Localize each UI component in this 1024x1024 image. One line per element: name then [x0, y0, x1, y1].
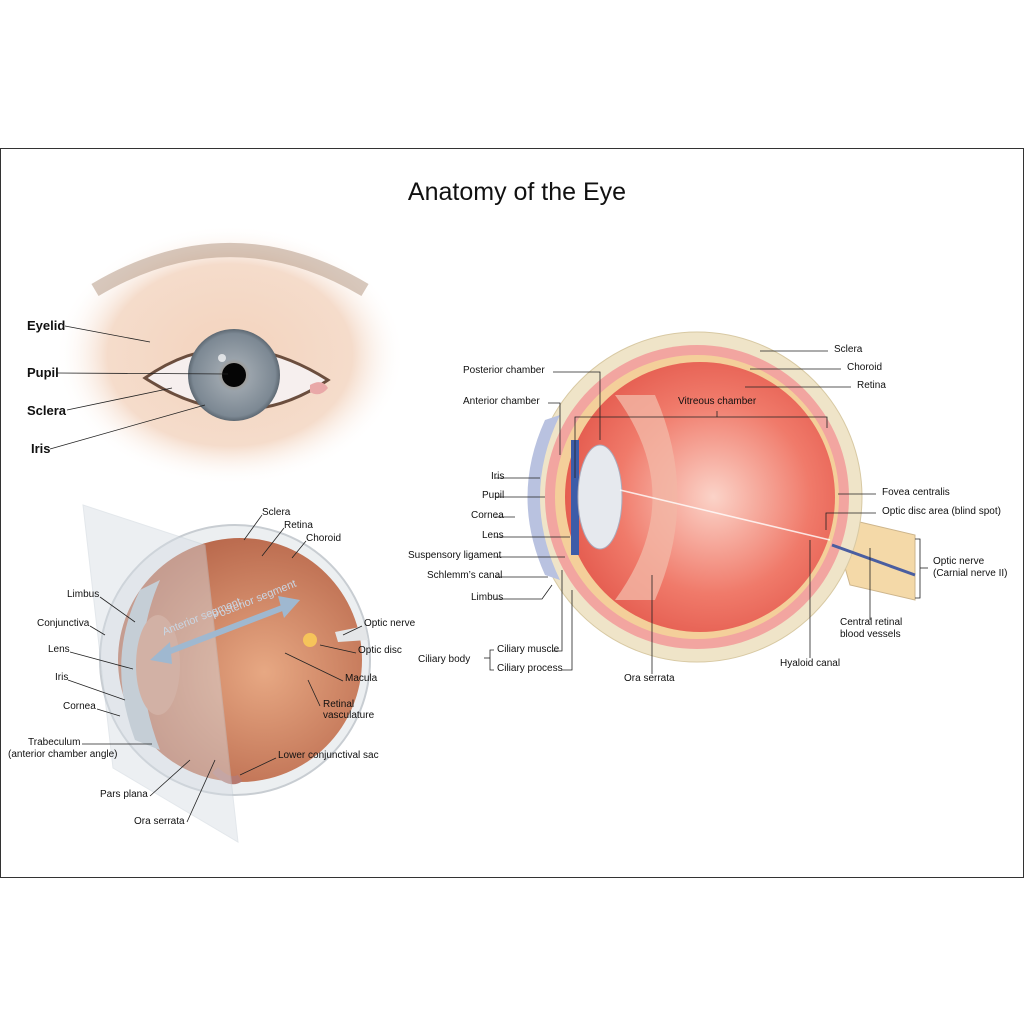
label-sclera: Sclera — [262, 507, 291, 518]
label-iris: Iris — [491, 471, 505, 482]
label-fovea-centralis: Fovea centralis — [882, 487, 950, 498]
label-optic-nerve: Optic nerve — [364, 618, 416, 629]
page-title: Anatomy of the Eye — [407, 178, 627, 206]
label-lens: Lens — [48, 644, 70, 655]
label-pars-plana: Pars plana — [100, 789, 148, 800]
cutaway-eye-illustration — [82, 504, 371, 843]
label-anterior-chamber-angle: (anterior chamber angle) — [8, 749, 118, 760]
label-choroid: Choroid — [847, 362, 883, 373]
label-lower-conjunctival-sac: Lower conjunctival sac — [278, 750, 379, 761]
label-retinal: Retinal — [323, 699, 355, 710]
label-optic-nerve: Optic nerve — [933, 556, 985, 567]
label-vitreous-chamber: Vitreous chamber — [678, 396, 757, 407]
label-ciliary-body: Ciliary body — [418, 654, 471, 665]
label-optic-disc: Optic disc — [358, 645, 402, 656]
label-ciliary-muscle: Ciliary muscle — [497, 644, 560, 655]
cross-section-eye-illustration — [527, 331, 916, 663]
label-limbus: Limbus — [471, 592, 504, 603]
external-eye-illustration — [55, 225, 405, 485]
label-suspensory-ligament: Suspensory ligament — [408, 550, 502, 561]
label-pupil: Pupil — [27, 365, 59, 380]
label-ciliary-process: Ciliary process — [497, 663, 563, 674]
label-optic-disc-area: Optic disc area (blind spot) — [882, 506, 1001, 517]
label-central-retinal: Central retinal — [840, 617, 903, 628]
label-sclera: Sclera — [834, 344, 863, 355]
label-posterior-chamber: Posterior chamber — [463, 365, 545, 376]
label-conjunctiva: Conjunctiva — [37, 618, 90, 629]
label-cornea: Cornea — [471, 510, 504, 521]
label-iris: Iris — [31, 441, 51, 456]
label-trabeculum: Trabeculum — [28, 737, 81, 748]
label-hyaloid-canal: Hyaloid canal — [780, 658, 841, 669]
label-ora-serrata: Ora serrata — [624, 673, 675, 684]
label-retina: Retina — [857, 380, 886, 391]
label-carnial-nerve: (Carnial nerve II) — [933, 568, 1008, 579]
label-iris: Iris — [55, 672, 69, 683]
label-anterior-chamber: Anterior chamber — [463, 396, 540, 407]
label-choroid: Choroid — [306, 533, 342, 544]
label-ora-serrata: Ora serrata — [134, 816, 185, 827]
label-sclera: Sclera — [27, 403, 67, 418]
label-lens: Lens — [482, 530, 504, 541]
label-eyelid: Eyelid — [27, 318, 66, 333]
label-pupil: Pupil — [482, 490, 505, 501]
label-vasculature: vasculature — [323, 710, 375, 721]
label-cornea: Cornea — [63, 701, 96, 712]
leader-lines — [49, 325, 928, 823]
label-schlemms-canal: Schlemm’s canal — [427, 570, 503, 581]
label-blood-vessels: blood vessels — [840, 629, 901, 640]
label-retina: Retina — [284, 520, 313, 531]
label-limbus: Limbus — [67, 589, 100, 600]
label-macula: Macula — [345, 673, 378, 684]
